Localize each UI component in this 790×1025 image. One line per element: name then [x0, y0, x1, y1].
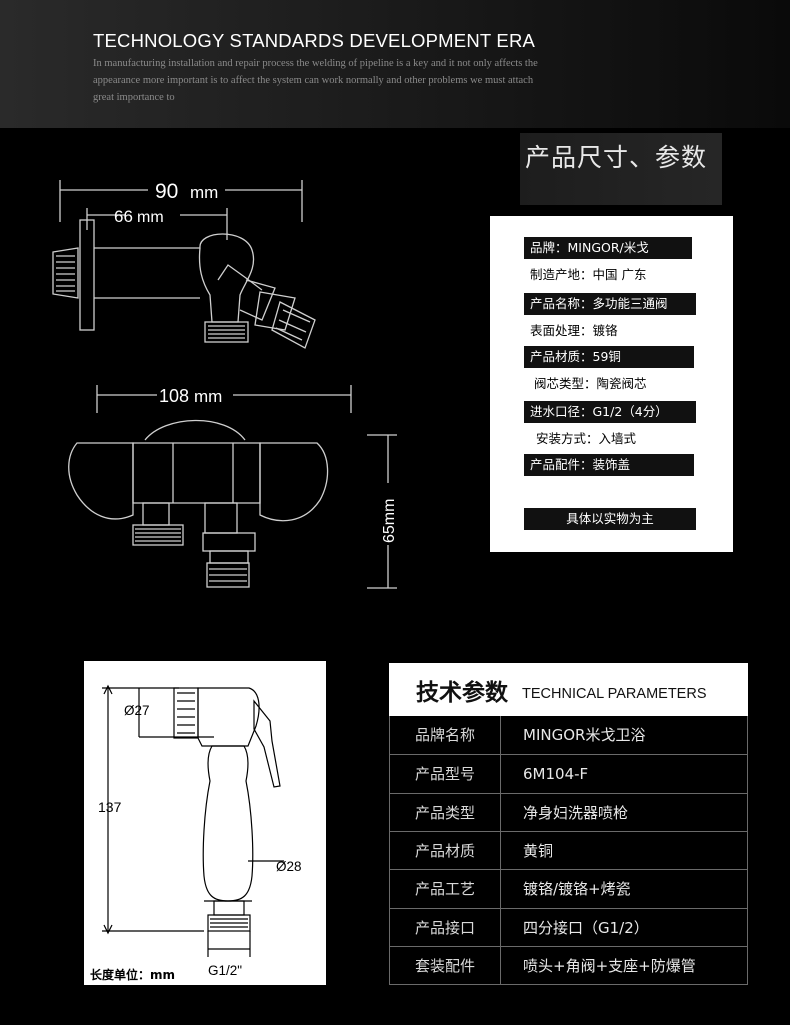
tech-params-table: 技术参数 TECHNICAL PARAMETERS 品牌名称 MINGOR米戈卫浴…: [389, 663, 748, 985]
spec-product-name: 产品名称：多功能三通阀: [524, 293, 696, 315]
param-label: 产品类型: [390, 793, 501, 832]
spec-origin: 制造产地：中国 广东: [530, 267, 647, 282]
param-label: 套装配件: [390, 946, 501, 985]
param-label: 产品工艺: [390, 870, 501, 909]
header-text-line: appearance more important is to affect t…: [93, 75, 534, 86]
header-text-line: great importance to: [93, 92, 175, 103]
spec-brand: 品牌：MINGOR/米戈: [524, 237, 692, 259]
table-row: 产品类型 净身妇洗器喷枪: [390, 792, 747, 832]
param-label: 产品接口: [390, 908, 501, 947]
section-title-box: [520, 133, 722, 205]
param-label: 品牌名称: [390, 716, 501, 754]
tech-params-body: 品牌名称 MINGOR米戈卫浴产品型号 6M104-F 产品类型 净身妇洗器喷枪产品材质…: [389, 716, 748, 985]
dim-90-value: 90: [155, 180, 178, 203]
spec-note: 具体以实物为主: [524, 508, 696, 530]
spec-material: 产品材质：59铜: [524, 346, 694, 368]
dim-108-unit: mm: [194, 387, 222, 406]
product-spec-panel: 品牌：MINGOR/米戈 制造产地：中国 广东 产品名称：多功能三通阀 表面处理…: [490, 216, 733, 552]
spec-surface: 表面处理：镀铬: [530, 323, 618, 338]
valve-front-diagram: 108 mm 65mm: [68, 385, 398, 589]
table-row: 套装配件 喷头+角阀+支座+防爆管: [390, 945, 747, 985]
dim-66-value: 66: [114, 207, 133, 226]
table-row: 产品接口 四分接口（G1/2）: [390, 907, 747, 947]
spec-accessory: 产品配件：装饰盖: [524, 454, 694, 476]
dim-90-unit: mm: [190, 183, 218, 202]
header-title: TECHNOLOGY STANDARDS DEVELOPMENT ERA: [93, 30, 536, 51]
param-value: 四分接口（G1/2）: [523, 918, 649, 937]
tech-params-header: 技术参数 TECHNICAL PARAMETERS: [389, 663, 748, 716]
param-label: 产品型号: [390, 755, 501, 794]
dim-66-unit: mm: [137, 209, 164, 226]
tech-title-en: TECHNICAL PARAMETERS: [522, 686, 707, 702]
thread-label: G1/2": [208, 963, 243, 978]
spray-gun-drawing: [102, 684, 284, 957]
unit-label: 长度单位：mm: [90, 968, 176, 982]
header-text-line: In manufacturing installation and repair…: [93, 58, 538, 69]
param-value: 6M104-F: [523, 765, 589, 784]
spec-inlet: 进水口径：G1/2（4分）: [524, 401, 696, 423]
param-value: 净身妇洗器喷枪: [523, 803, 629, 822]
valve-top-diagram: 90 mm 66 mm: [52, 180, 316, 349]
param-label: 产品材质: [390, 831, 501, 870]
table-row: 品牌名称 MINGOR米戈卫浴: [390, 716, 747, 754]
table-row: 产品型号 6M104-F: [390, 754, 747, 794]
tech-title-cn: 技术参数: [416, 680, 508, 706]
dim-137: 137: [98, 799, 122, 815]
dim-27: Ø27: [124, 703, 150, 718]
param-value: MINGOR米戈卫浴: [523, 726, 646, 744]
table-row: 产品材质 黄铜: [390, 830, 747, 870]
param-value: 镀铬/镀铬+烤瓷: [523, 880, 631, 899]
table-row: 产品工艺 镀铬/镀铬+烤瓷: [390, 869, 747, 909]
spray-gun-diagram-panel: Ø27 137 Ø28 长度单位：mm G1/2": [84, 661, 326, 985]
dim-108-value: 108: [159, 386, 189, 406]
param-value: 黄铜: [523, 841, 554, 860]
spec-install: 安装方式：入墙式: [536, 431, 637, 446]
dim-65: 65mm: [381, 499, 398, 543]
param-value: 喷头+角阀+支座+防爆管: [523, 956, 696, 975]
header-banner: [0, 0, 790, 128]
spec-valve-core: 阀芯类型：陶瓷阀芯: [534, 376, 647, 391]
section-title: 产品尺寸、参数: [525, 143, 708, 172]
dim-28: Ø28: [276, 859, 302, 874]
